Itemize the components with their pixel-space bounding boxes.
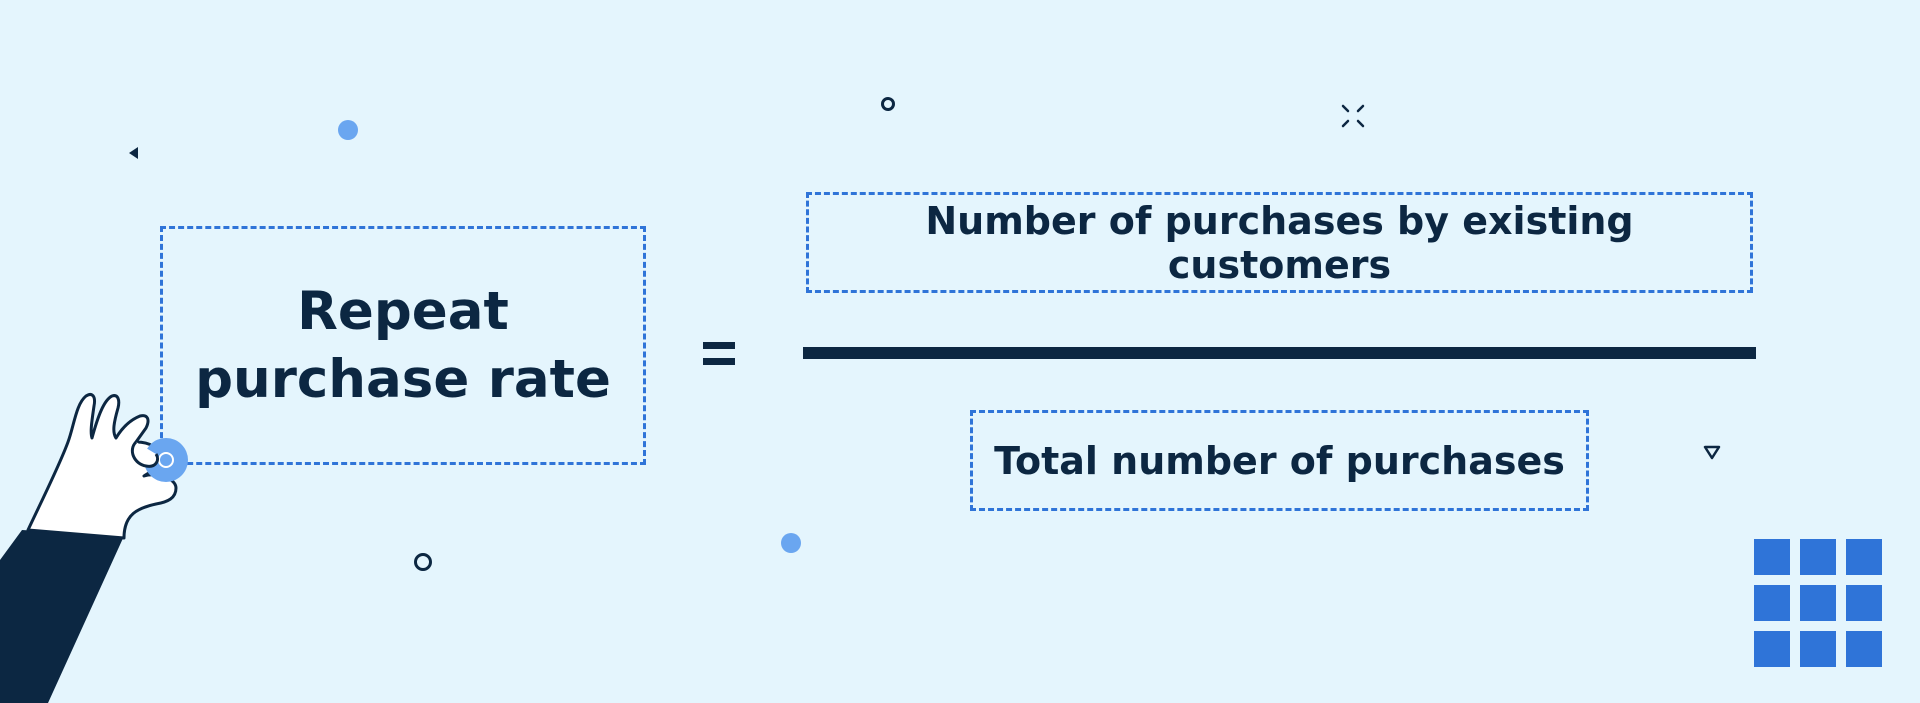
equals-sign-bottom-bar <box>703 358 735 365</box>
sparkle-icon <box>1341 104 1365 128</box>
hand-illustration <box>0 392 188 703</box>
grid-icon <box>1754 539 1884 669</box>
equals-sign-top-bar <box>703 342 735 349</box>
numerator-text: Number of purchases by existing customer… <box>925 198 1634 287</box>
numerator-box: Number of purchases by existing customer… <box>806 192 1753 293</box>
triangle-left-icon <box>129 147 138 159</box>
triangle-down-icon <box>1703 445 1721 460</box>
denominator-text: Total number of purchases <box>994 438 1565 483</box>
ring-top-center <box>881 97 895 111</box>
blue-dot-bottom-center <box>781 533 801 553</box>
fraction-bar <box>803 347 1756 359</box>
formula-name: Repeat purchase rate <box>195 280 611 410</box>
formula-name-box: Repeat purchase rate <box>160 226 646 465</box>
ring-bottom-left <box>414 553 432 571</box>
blue-dot-top-left <box>338 120 358 140</box>
denominator-box: Total number of purchases <box>970 410 1589 511</box>
